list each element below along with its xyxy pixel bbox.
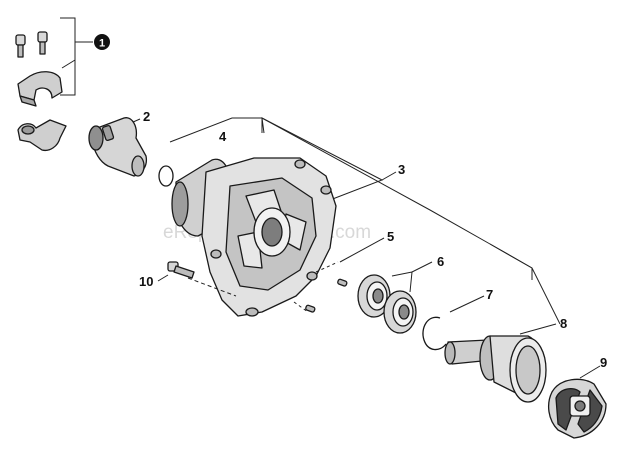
callout-9-group: 9 — [579, 355, 607, 379]
leader-6-split — [391, 271, 413, 293]
bolt-left — [15, 34, 26, 58]
clamp-lower[interactable] — [17, 119, 67, 152]
callout-1-group: 1 — [60, 17, 110, 96]
leader-6 — [411, 261, 433, 273]
leader-7 — [449, 295, 485, 313]
callout-3-label[interactable]: 3 — [398, 162, 405, 177]
leader-4 — [169, 117, 263, 143]
leader-5-axis-b — [293, 301, 309, 313]
bolt-right — [37, 31, 48, 55]
callout-2-label[interactable]: 2 — [143, 109, 150, 124]
callout-5-group: 5 — [293, 229, 394, 313]
callout-10-label[interactable]: 10 — [139, 274, 153, 289]
leader-8 — [519, 323, 557, 335]
callout-8-label[interactable]: 8 — [560, 316, 567, 331]
bracket-1 — [60, 17, 76, 96]
callout-7-group: 7 — [449, 243, 533, 313]
leader-9 — [579, 365, 601, 379]
leader-5-axis — [315, 261, 339, 273]
leader-10-axis — [187, 277, 237, 297]
clamp-upper[interactable] — [17, 71, 63, 107]
leader-3-tail — [381, 171, 397, 181]
snap-ring-small[interactable] — [158, 165, 174, 187]
leader-7-top — [489, 243, 533, 280]
bearing-front[interactable] — [357, 274, 391, 318]
callout-5-label[interactable]: 5 — [387, 229, 394, 244]
callout-1-label: 1 — [99, 38, 105, 50]
clutch-shoe[interactable] — [547, 378, 607, 439]
bearing-rear[interactable] — [383, 290, 417, 334]
bolt-pair[interactable] — [15, 31, 48, 58]
callout-4-label[interactable]: 4 — [219, 129, 227, 144]
callout-6-label[interactable]: 6 — [437, 254, 444, 269]
callout-1-badge[interactable] — [94, 34, 110, 50]
leader-10 — [157, 274, 169, 282]
clutch-drum[interactable] — [444, 335, 547, 403]
snap-ring-large[interactable] — [422, 316, 447, 351]
tube-adapter[interactable] — [88, 117, 148, 177]
dowel-pins[interactable] — [305, 278, 348, 313]
callout-7-label[interactable]: 7 — [486, 287, 493, 302]
gear-housing[interactable] — [171, 157, 337, 317]
callout-9-label[interactable]: 9 — [600, 355, 607, 370]
callout-10-group: 10 — [139, 274, 237, 297]
housing-screw[interactable] — [167, 261, 195, 279]
callout-3-4-leaders — [169, 117, 397, 201]
leader-8-frame — [531, 267, 561, 325]
callout-8-group: 8 — [519, 267, 567, 335]
leader-5 — [339, 237, 385, 263]
leader-1b — [61, 59, 76, 69]
